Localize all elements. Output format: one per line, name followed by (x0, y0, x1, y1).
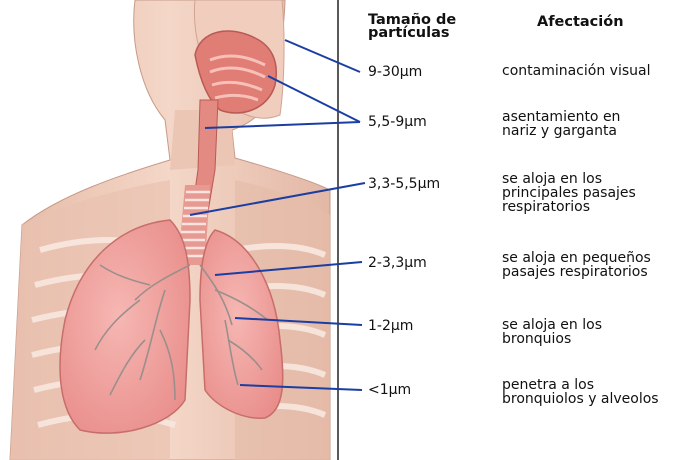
effect-column-header: Afectación (537, 16, 624, 29)
size-label: 5,5-9µm (368, 114, 427, 130)
size-label: 2-3,3µm (368, 255, 427, 271)
effect-label: se aloja en los principales pasajes resp… (502, 172, 680, 214)
size-column-header: Tamaño de partículas (368, 14, 478, 40)
effect-label: se aloja en pequeños pasajes respiratori… (502, 251, 680, 279)
size-label: 3,3-5,5µm (368, 176, 440, 192)
effect-label: asentamiento en nariz y garganta (502, 110, 680, 138)
effect-label: penetra a los bronquiolos y alveolos (502, 378, 680, 406)
size-label: 1-2µm (368, 318, 413, 334)
size-label: 9-30µm (368, 64, 422, 80)
size-label: <1µm (368, 382, 411, 398)
effect-label: se aloja en los bronquios (502, 318, 680, 346)
effect-label: contaminación visual (502, 64, 680, 78)
